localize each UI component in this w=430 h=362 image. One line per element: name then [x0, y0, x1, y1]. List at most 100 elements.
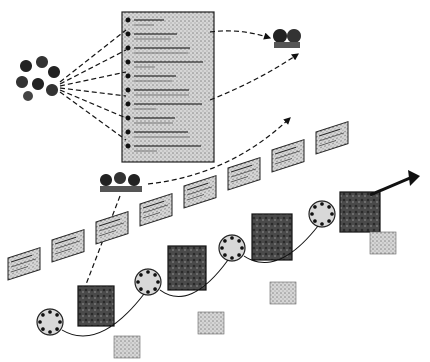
slide-frame [139, 192, 173, 227]
people-trio-icon [100, 172, 142, 192]
slide-frame [183, 174, 217, 209]
cluster-dot [330, 212, 334, 216]
cluster-dot [41, 313, 45, 317]
panel-bullet [125, 59, 131, 65]
cluster-dot [48, 330, 52, 334]
slide-text-line [275, 158, 292, 165]
people-collection-icon [16, 56, 60, 101]
cluster-dot [220, 246, 224, 250]
cluster-dot [327, 205, 331, 209]
slide-text-line [187, 194, 204, 201]
cluster-dot [327, 219, 331, 223]
slide-text-line [11, 266, 28, 273]
cluster-dot [41, 327, 45, 331]
texture-tile [369, 231, 397, 255]
slide-frame [227, 156, 261, 191]
direction-arrow-icon [369, 170, 420, 197]
slide-text-line [319, 132, 344, 142]
slide-text-line [143, 200, 164, 209]
cluster-dot [146, 270, 150, 274]
panel-entries [125, 17, 203, 152]
cluster-dot [48, 310, 52, 314]
slide-text-line [55, 248, 72, 255]
cluster-dot [320, 222, 324, 226]
slide-body [271, 138, 305, 173]
slide-body [315, 120, 349, 155]
photo-frame [251, 213, 293, 261]
slide-body [139, 192, 173, 227]
slide-frame [7, 246, 41, 281]
slide-body [51, 228, 85, 263]
slide-frame [95, 210, 129, 245]
slide-body [95, 210, 129, 245]
panel-bullet [125, 101, 131, 107]
cluster-dot [153, 287, 157, 291]
cluster-nodes [36, 200, 336, 337]
cluster-dot [58, 320, 62, 324]
cluster-dot [38, 320, 42, 324]
cluster-dot [146, 290, 150, 294]
slide-frame [51, 228, 85, 263]
dashed-links [59, 29, 299, 301]
cluster-dot [237, 253, 241, 257]
texture-tile [113, 335, 141, 359]
slide-text-line [275, 146, 296, 155]
cluster-dot [230, 236, 234, 240]
cluster-dot [320, 202, 324, 206]
cluster-dot [313, 205, 317, 209]
slide-strip [7, 120, 349, 281]
cluster-link [61, 293, 145, 337]
slide-text-line [187, 186, 212, 196]
slide-text-line [143, 212, 160, 219]
slide-body [7, 246, 41, 281]
slide-text-line [143, 204, 168, 214]
cluster-dot [156, 280, 160, 284]
cluster-dot [240, 246, 244, 250]
photo-frame [77, 285, 115, 327]
cluster-dot [139, 273, 143, 277]
slide-text-line [55, 240, 80, 250]
cluster-dot [139, 287, 143, 291]
cluster-dot [230, 256, 234, 260]
texture-tiles [113, 231, 397, 359]
cluster-dot [313, 219, 317, 223]
slide-frame [315, 120, 349, 155]
slide-text-line [231, 176, 248, 183]
slide-text-line [231, 168, 256, 178]
texture-tile [197, 311, 225, 335]
texture-tile [269, 281, 297, 305]
slide-body [227, 156, 261, 191]
cluster-dot [223, 253, 227, 257]
slide-body [183, 174, 217, 209]
cluster-dot [237, 239, 241, 243]
panel-bullet [125, 129, 131, 135]
slide-text-line [319, 140, 336, 147]
photo-strip [77, 191, 381, 327]
panel-bullet [125, 143, 131, 149]
panel-bullet [125, 115, 131, 121]
panel-bullet [125, 31, 131, 37]
cluster-link [243, 225, 319, 264]
cluster-dot [55, 313, 59, 317]
cluster-dot [223, 239, 227, 243]
panel-bullet [125, 17, 131, 23]
slide-text-line [231, 164, 252, 173]
photo-frame [339, 191, 381, 233]
cluster-link [159, 259, 229, 298]
cluster-dot [153, 273, 157, 277]
cluster-dot [136, 280, 140, 284]
slide-text-line [99, 230, 116, 237]
slide-text-line [55, 236, 76, 245]
document-panel [121, 11, 215, 163]
slide-text-line [11, 258, 36, 268]
slide-frame [271, 138, 305, 173]
people-pair-icon [273, 29, 301, 48]
cluster-dot [310, 212, 314, 216]
panel-bullet [125, 73, 131, 79]
panel-bullet [125, 45, 131, 51]
slide-text-line [11, 254, 32, 263]
cluster-dot [55, 327, 59, 331]
slide-text-line [187, 182, 208, 191]
